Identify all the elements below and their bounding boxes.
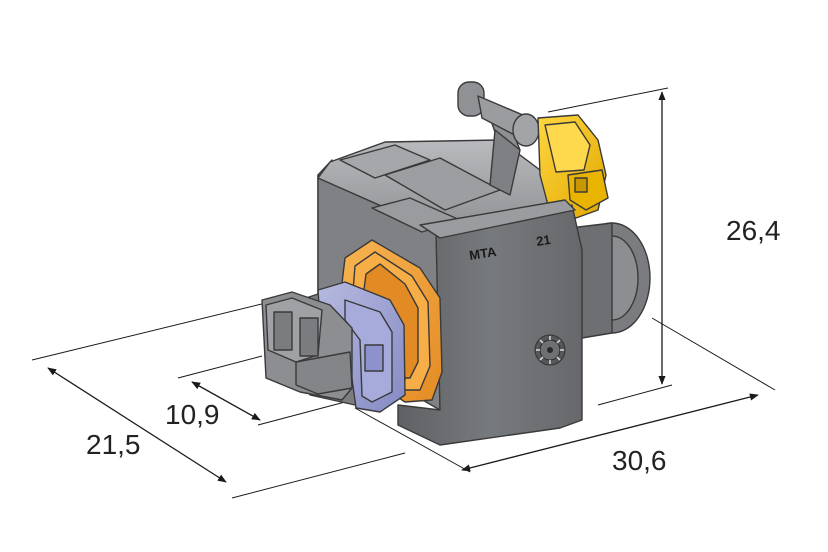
width-dimension xyxy=(461,393,759,472)
depth-label: 21,5 xyxy=(86,429,141,460)
connector-housing: MTA 21 xyxy=(261,81,651,446)
housing-front-top xyxy=(419,199,576,239)
housing-front-face xyxy=(397,204,583,446)
dimension-lines xyxy=(31,87,776,499)
height-label: 26,4 xyxy=(726,215,781,246)
terminal-holder xyxy=(261,291,353,401)
date-wheel-icon xyxy=(534,334,566,366)
depth-ext-bottom xyxy=(231,452,406,499)
latch-rib-1 xyxy=(339,144,431,179)
pitch-ext-bottom xyxy=(257,401,346,426)
depth-ext-top xyxy=(31,299,279,361)
height-ext-top xyxy=(547,87,669,113)
width-ext-left xyxy=(354,407,471,473)
code-marking: 21 xyxy=(535,232,552,249)
pitch-ext-top xyxy=(177,355,263,379)
pitch-label: 10,9 xyxy=(165,399,220,430)
tpa-latch-yellow xyxy=(537,114,609,219)
width-ext-right xyxy=(651,317,776,391)
height-ext-bottom xyxy=(597,384,673,406)
pitch-dimension xyxy=(191,381,261,421)
width-label: 30,6 xyxy=(612,445,667,476)
locking-lever xyxy=(457,81,540,196)
depth-dimension xyxy=(47,367,227,483)
brand-marking: MTA xyxy=(468,244,498,263)
